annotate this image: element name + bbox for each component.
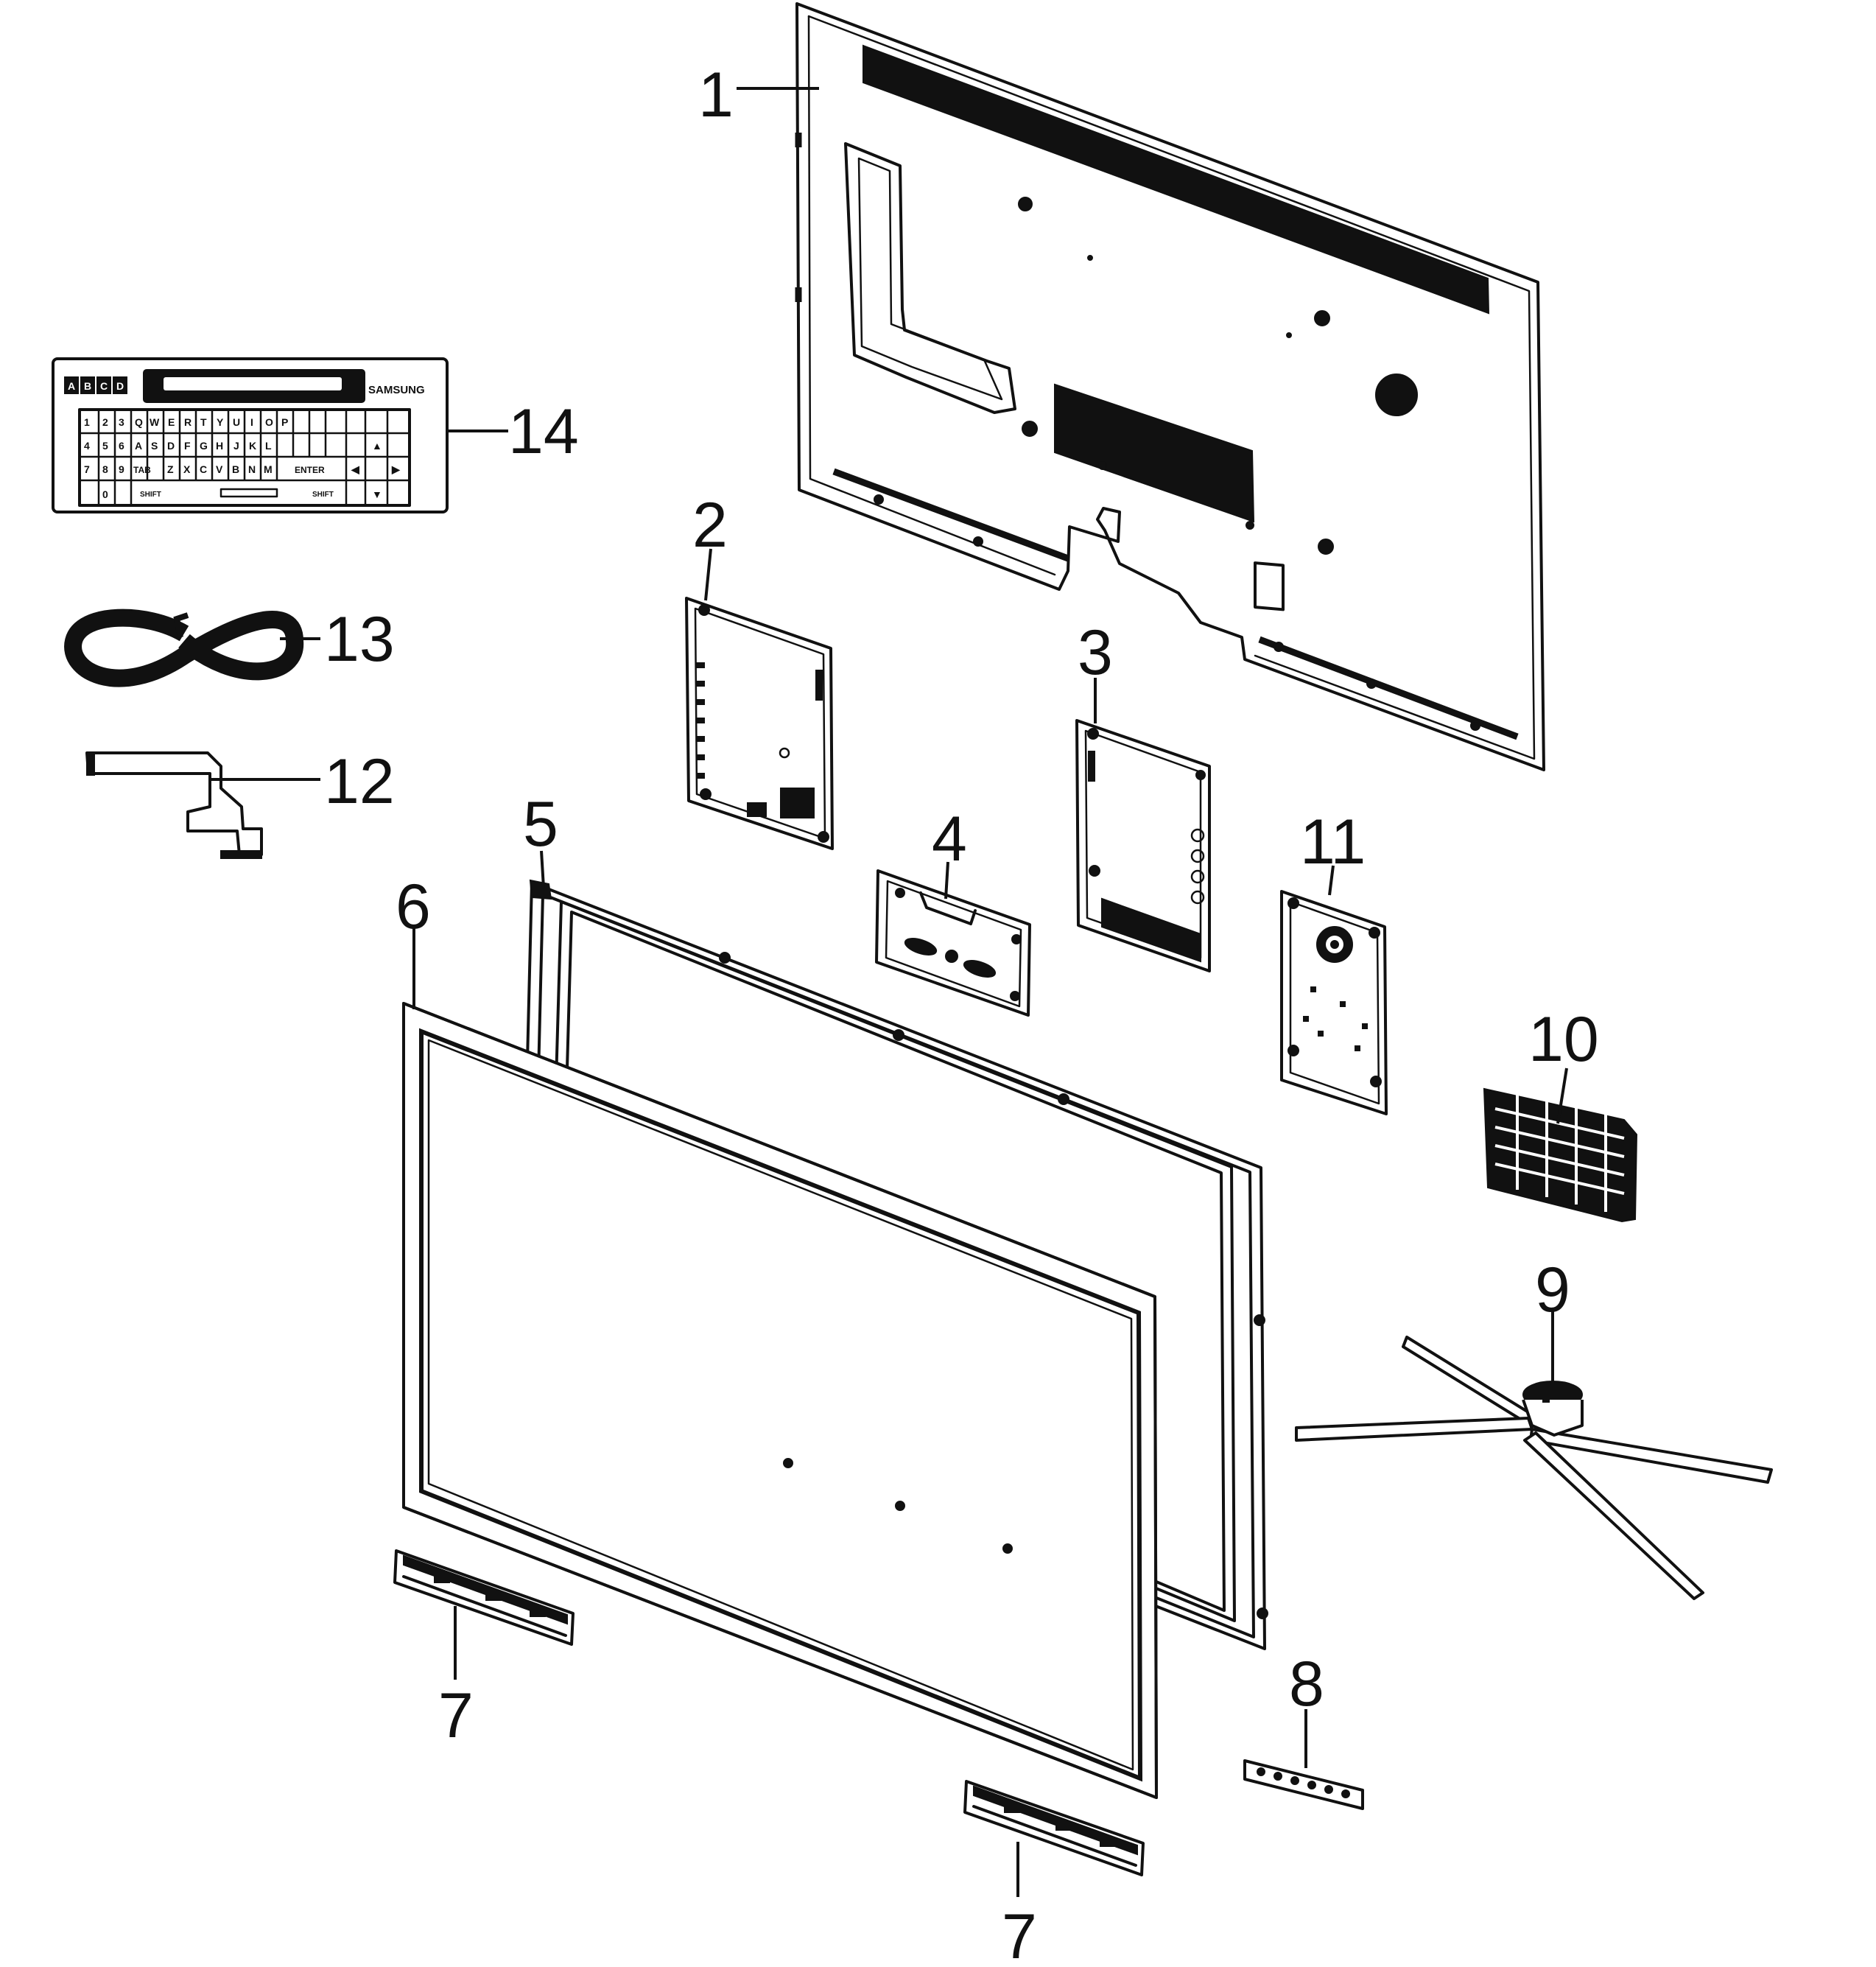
key: C	[200, 463, 207, 475]
callout-11: 11	[1300, 807, 1366, 877]
key: N	[248, 463, 256, 475]
key: J	[233, 440, 239, 452]
key: 3	[119, 416, 124, 428]
bottom-vent	[1054, 383, 1255, 523]
key: 8	[102, 463, 108, 475]
bottom-bracket-right-part	[963, 1780, 1145, 1876]
callout-4: 4	[932, 804, 967, 874]
down-arrow-icon: ▼	[372, 488, 382, 500]
key: M	[264, 463, 273, 475]
key: L	[265, 440, 272, 452]
callout-1: 1	[698, 60, 734, 130]
key: 6	[119, 440, 124, 452]
key: F	[184, 440, 191, 452]
key: A	[135, 440, 142, 452]
color-key-c: C	[100, 380, 108, 392]
front-bezel-part	[402, 1002, 1158, 1799]
left-arrow-icon: ◀	[351, 463, 359, 475]
right-arrow-icon: ▶	[391, 463, 401, 475]
key: 9	[119, 463, 124, 475]
key: D	[167, 440, 175, 452]
callout-7-right: 7	[1002, 1901, 1037, 1967]
top-vent	[863, 44, 1490, 315]
stand-part	[1295, 1336, 1773, 1600]
power-cord-part	[64, 609, 304, 687]
callout-7-left: 7	[438, 1680, 474, 1751]
key: 2	[102, 416, 108, 428]
callout-10: 10	[1528, 1004, 1599, 1075]
callout-12: 12	[324, 746, 395, 817]
key: 0	[102, 488, 108, 500]
up-arrow-icon: ▲	[372, 440, 382, 452]
callout-13: 13	[324, 604, 395, 675]
key: 5	[102, 440, 108, 452]
color-key-a: A	[68, 380, 75, 392]
key: SHIFT	[140, 491, 161, 499]
bottom-bracket-left-part	[393, 1549, 575, 1646]
key: TAB	[133, 465, 151, 475]
led-strip-part	[1243, 1759, 1364, 1810]
key: 7	[84, 463, 90, 475]
key: Y	[217, 416, 224, 428]
callout-2: 2	[692, 490, 728, 561]
callout-14: 14	[508, 396, 579, 467]
key: ENTER	[295, 465, 325, 475]
key: T	[200, 416, 207, 428]
power-board-part	[1075, 719, 1211, 972]
leader-lines	[210, 87, 1568, 1897]
flat-cable-part	[85, 751, 263, 859]
color-key-d: D	[116, 380, 124, 392]
key: Z	[167, 463, 174, 475]
key: P	[281, 416, 288, 428]
speaker-part	[1483, 1087, 1638, 1223]
callout-3: 3	[1078, 617, 1113, 688]
key: W	[150, 416, 160, 428]
key: Q	[135, 416, 143, 428]
key: X	[183, 463, 191, 475]
key: R	[184, 416, 192, 428]
callout-8: 8	[1289, 1649, 1324, 1719]
key: O	[265, 416, 273, 428]
callout-numbers: 1 2 3 4 5 6 7 7 8 9 10 11 12 13 14	[324, 60, 1599, 1967]
key: 4	[84, 440, 90, 452]
key: H	[216, 440, 223, 452]
key: V	[216, 463, 223, 475]
key: I	[250, 416, 253, 428]
main-board-part	[685, 597, 834, 850]
callout-9: 9	[1535, 1255, 1570, 1325]
callout-5: 5	[523, 789, 558, 860]
bracket-part	[875, 869, 1031, 1017]
key: E	[168, 416, 175, 428]
key: SHIFT	[312, 491, 334, 499]
key: S	[151, 440, 158, 452]
remote-brand-label: SAMSUNG	[368, 384, 425, 396]
keyboard-remote-part: A B C D SAMSUNG 1 2 3 Q W E R T	[52, 357, 449, 513]
key: G	[200, 440, 208, 452]
color-key-b: B	[84, 380, 91, 392]
board-part-11	[1280, 890, 1388, 1115]
key: B	[232, 463, 239, 475]
key: K	[249, 440, 256, 452]
callout-6: 6	[396, 872, 431, 942]
key: U	[233, 416, 240, 428]
rear-cover-part	[795, 2, 1545, 771]
key: 1	[84, 416, 90, 428]
